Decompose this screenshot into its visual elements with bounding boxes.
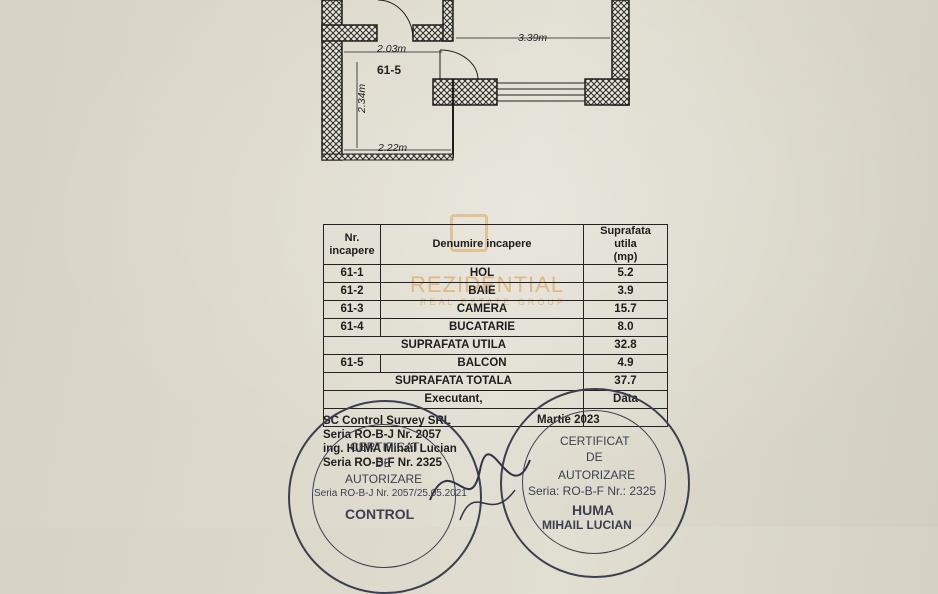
row-name: CAMERA xyxy=(380,300,584,319)
header-area: Suprafata utila (mp) xyxy=(583,224,668,265)
row-name: BUCATARIE xyxy=(380,318,584,337)
row-nr: 61-2 xyxy=(323,282,381,301)
stamp-right-inner-ring xyxy=(522,410,666,554)
subtotal-value: 32.8 xyxy=(583,336,668,355)
floor-plan xyxy=(321,0,630,161)
stamp-left: CERTIFICAT DE AUTORIZARE Seria RO-B-J Nr… xyxy=(288,400,482,594)
row-nr: 61-4 xyxy=(323,318,381,337)
subtotal-row: SUPRAFATA UTILA 32.8 xyxy=(323,336,668,355)
row-nr: 61-1 xyxy=(323,264,381,283)
subtotal-label: SUPRAFATA UTILA xyxy=(323,336,584,355)
stamp-right-line6: MIHAIL LUCIAN xyxy=(542,518,632,532)
dimension-height: 2.34m xyxy=(356,83,368,113)
stamp-right-line1: CERTIFICAT xyxy=(560,434,630,448)
row-name: BAIE xyxy=(380,282,584,301)
table-row: 61-1 HOL 5.2 xyxy=(323,264,668,283)
balcony-row: 61-5 BALCON 4.9 xyxy=(323,354,668,373)
row-name: HOL xyxy=(380,264,584,283)
row-area: 5.2 xyxy=(583,264,668,283)
stamp-right-line5: HUMA xyxy=(572,502,614,518)
stamp-left-line1: CERTIFICAT xyxy=(350,440,420,454)
signature-scribble xyxy=(429,453,531,521)
stamp-right-line4: Seria: RO-B-F Nr.: 2325 xyxy=(528,484,657,498)
dimension-width-bottom: 2.22m xyxy=(378,142,408,154)
table-row: 61-2 BAIE 3.9 xyxy=(323,282,668,301)
stamp-right-line2: DE xyxy=(586,450,603,464)
dimension-width-top: 2.03m xyxy=(377,43,407,55)
header-name: Denumire incapere xyxy=(380,224,584,265)
stamp-left-line2: DE xyxy=(375,456,392,470)
row-nr: 61-3 xyxy=(323,300,381,319)
area-table: Nr. incapere Denumire incapere Suprafata… xyxy=(323,224,668,427)
stamp-right-line3: AUTORIZARE xyxy=(558,468,636,482)
dimension-width-right: 3.39m xyxy=(518,32,548,44)
table-row: 61-3 CAMERA 15.7 xyxy=(323,300,668,319)
table-header-row: Nr. incapere Denumire incapere Suprafata… xyxy=(323,224,668,265)
header-nr: Nr. incapere xyxy=(323,224,381,265)
balcony-name: BALCON xyxy=(380,354,584,373)
total-row: SUPRAFATA TOTALA 37.7 xyxy=(323,372,668,391)
row-area: 15.7 xyxy=(583,300,668,319)
balcony-nr: 61-5 xyxy=(323,354,381,373)
stamp-left-line3: AUTORIZARE xyxy=(345,472,423,486)
total-label: SUPRAFATA TOTALA xyxy=(323,372,584,391)
room-label: 61-5 xyxy=(377,63,402,77)
stamp-left-line4: Seria RO-B-J Nr. 2057/25.05.2021 xyxy=(314,488,467,499)
table-row: 61-4 BUCATARIE 8.0 xyxy=(323,318,668,337)
row-area: 3.9 xyxy=(583,282,668,301)
balcony-area: 4.9 xyxy=(583,354,668,373)
row-area: 8.0 xyxy=(583,318,668,337)
stamp-left-line5: CONTROL xyxy=(345,506,415,522)
